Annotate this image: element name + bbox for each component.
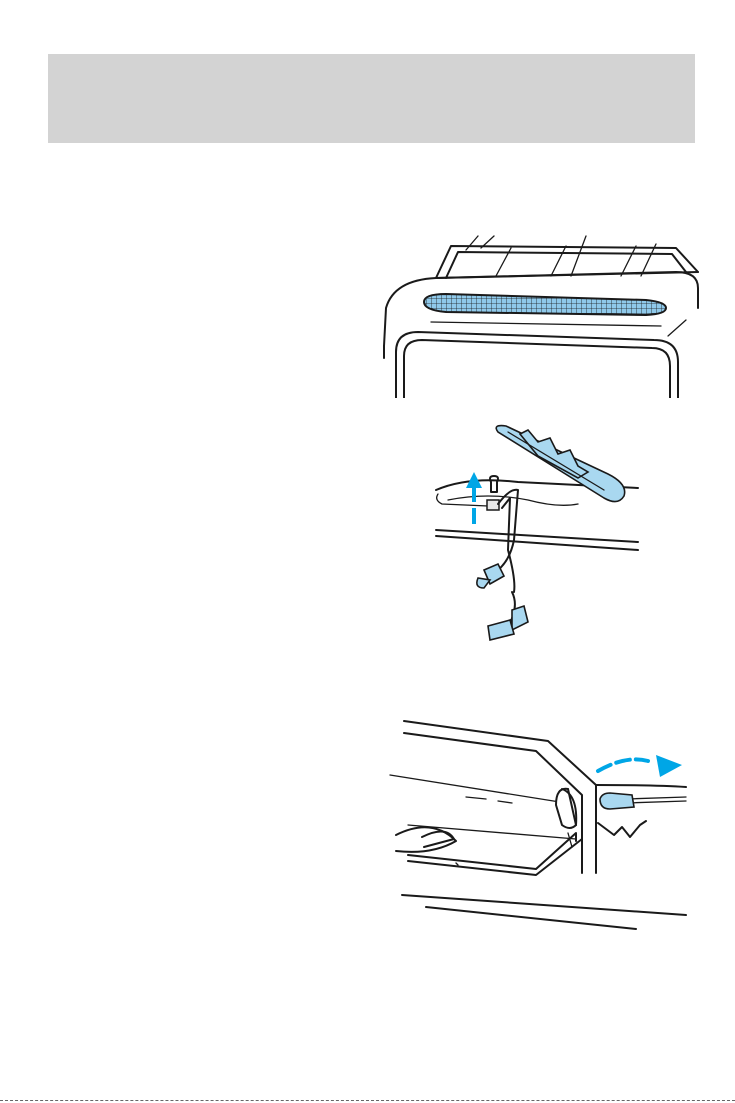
lamp-assembly-removal-illustration [428,420,650,652]
header-band [48,54,695,143]
high-mount-brake-lamp-illustration [376,228,706,398]
bulb-socket-removal-illustration [386,715,696,935]
bottom-rule [0,1100,735,1101]
